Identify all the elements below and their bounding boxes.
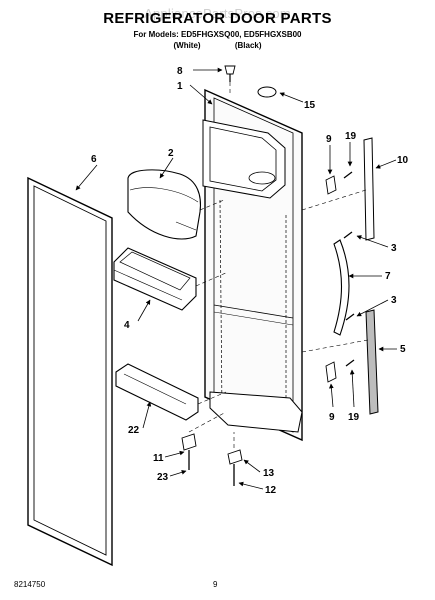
callout-15: 15 [304,100,316,111]
screws [343,171,355,367]
callout-9-upper: 9 [326,134,332,145]
page-number: 9 [213,580,218,589]
callout-4: 4 [124,320,130,331]
callout-12: 12 [265,485,277,496]
callout-3-lower: 3 [391,295,397,306]
callout-7: 7 [385,271,391,282]
door-trim-strip [363,137,375,241]
callout-3-upper: 3 [391,243,397,254]
callout-11: 11 [153,453,164,464]
callout-9-lower: 9 [329,412,335,423]
door-handle [333,239,350,336]
callout-22: 22 [128,425,140,436]
lower-screws [227,449,243,486]
page-title: REFRIGERATOR DOOR PARTS [103,10,332,27]
variant-line: (White) (Black) [0,41,435,50]
callout-23: 23 [157,472,169,483]
callout-13: 13 [263,468,275,479]
hinge-screw [224,65,236,82]
watermark: AppliancePartsPros.com [144,6,291,21]
callout-19-lower: 19 [348,412,360,423]
handle-mount-upper [325,175,337,195]
dairy-compartment-door [127,169,202,240]
models-line: For Models: ED5FHGXSQ00, ED5FHGXSB00 [133,30,302,39]
callout-8: 8 [177,66,183,77]
callout-1: 1 [177,81,183,92]
door-bin [113,247,197,311]
variant-black: (Black) [234,41,262,50]
hinge-cap [257,86,277,98]
callout-labels: 8 1 15 2 6 9 19 10 3 7 3 5 9 19 4 22 11 … [91,66,409,496]
handle-mount-lower [325,361,337,383]
document-number: 8214750 [14,580,46,589]
callout-2: 2 [168,148,174,159]
callout-5: 5 [400,344,406,355]
callout-6: 6 [91,154,97,165]
leader-lines [75,67,397,490]
callout-10: 10 [397,155,409,166]
door-gasket [27,176,113,567]
door-shelf-bottom [115,363,199,421]
lower-hinge [181,433,197,470]
variant-white: (White) [173,41,201,50]
callout-19-upper: 19 [345,131,357,142]
assembly-guides [188,82,369,448]
handle-trim-strip [365,309,379,415]
door-assembly [202,88,303,442]
